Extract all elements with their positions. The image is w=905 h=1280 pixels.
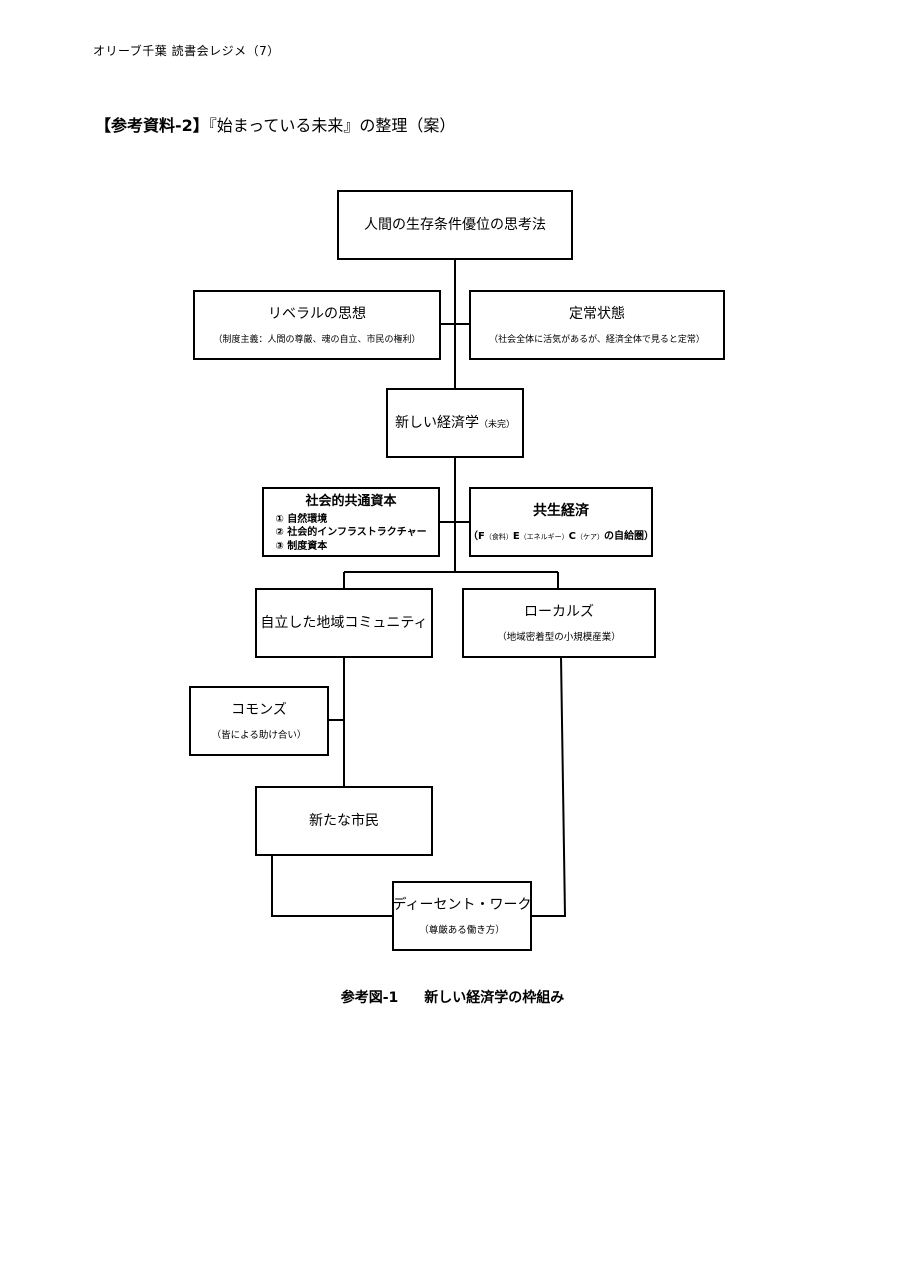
node-social-capital-title: 社会的共通資本 (305, 494, 397, 509)
node-commons-title: コモンズ (231, 701, 287, 718)
node-new-economics-note: （未完） (478, 419, 515, 430)
node-new-citizen-title: 新たな市民 (309, 812, 379, 829)
node-symbiosis-sub: （F（食料）E（エネルギー）C（ケア）の自給圏） (467, 531, 655, 543)
social-capital-item-1: ① 自然環境 (275, 513, 328, 525)
node-locals-title: ローカルズ (524, 603, 594, 620)
node-liberal-title: リベラルの思想 (268, 306, 366, 323)
node-new-citizen: 新たな市民 (255, 786, 433, 856)
node-steady-title: 定常状態 (569, 306, 625, 323)
node-human-thinking: 人間の生存条件優位の思考法 (337, 190, 573, 260)
node-new-economics: 新しい経済学（未完） (386, 388, 524, 458)
node-liberal: リベラルの思想 （制度主義：人間の尊厳、魂の自立、市民の権利） (193, 290, 441, 360)
node-decent-work-sub: （尊厳ある働き方） (419, 925, 505, 937)
connector-locals-decent (532, 656, 567, 917)
social-capital-item-3: ③ 制度資本 (275, 540, 328, 552)
node-decent-work-title: ディーセント・ワーク (392, 896, 532, 913)
node-new-economics-title: 新しい経済学（未完） (394, 414, 515, 431)
connector-citizen-decent (271, 856, 392, 917)
node-liberal-sub: （制度主義：人間の尊厳、魂の自立、市民の権利） (213, 334, 421, 345)
node-steady-sub: （社会全体に活気があるが、経済全体で見ると定常） (489, 334, 705, 345)
figure-caption-label: 参考図-1 (340, 990, 399, 1006)
document-header: オリーブ千葉 読書会レジメ（7） (93, 44, 280, 58)
heading-title: 『始まっている未来』の整理（案） (208, 116, 456, 135)
node-decent-work: ディーセント・ワーク （尊厳ある働き方） (392, 881, 532, 951)
node-steady: 定常状態 （社会全体に活気があるが、経済全体で見ると定常） (469, 290, 725, 360)
figure-caption-title: 新しい経済学の枠組み (424, 990, 565, 1006)
node-commons-sub: （皆による助け合い） (211, 730, 307, 742)
page-heading: 【参考資料-2】『始まっている未来』の整理（案） (95, 112, 455, 136)
node-commons: コモンズ （皆による助け合い） (189, 686, 329, 756)
social-capital-item-2: ② 社会的インフラストラクチャー (275, 527, 427, 539)
figure-caption: 参考図-1 新しい経済学の枠組み (0, 987, 905, 1007)
node-social-capital-list: ① 自然環境 ② 社会的インフラストラクチャー ③ 制度資本 (275, 513, 426, 554)
node-social-capital: 社会的共通資本 ① 自然環境 ② 社会的インフラストラクチャー ③ 制度資本 (262, 487, 440, 557)
node-symbiosis: 共生経済 （F（食料）E（エネルギー）C（ケア）の自給圏） (467, 487, 655, 557)
node-community: 自立した地域コミュニティ (255, 588, 433, 658)
node-locals: ローカルズ （地域密着型の小規模産業） (462, 588, 656, 658)
node-community-title: 自立した地域コミュニティ (260, 614, 428, 631)
node-locals-sub: （地域密着型の小規模産業） (497, 632, 621, 644)
node-symbiosis-title: 共生経済 (533, 502, 589, 519)
heading-label: 【参考資料-2】 (95, 116, 209, 135)
node-human-thinking-title: 人間の生存条件優位の思考法 (364, 216, 546, 233)
